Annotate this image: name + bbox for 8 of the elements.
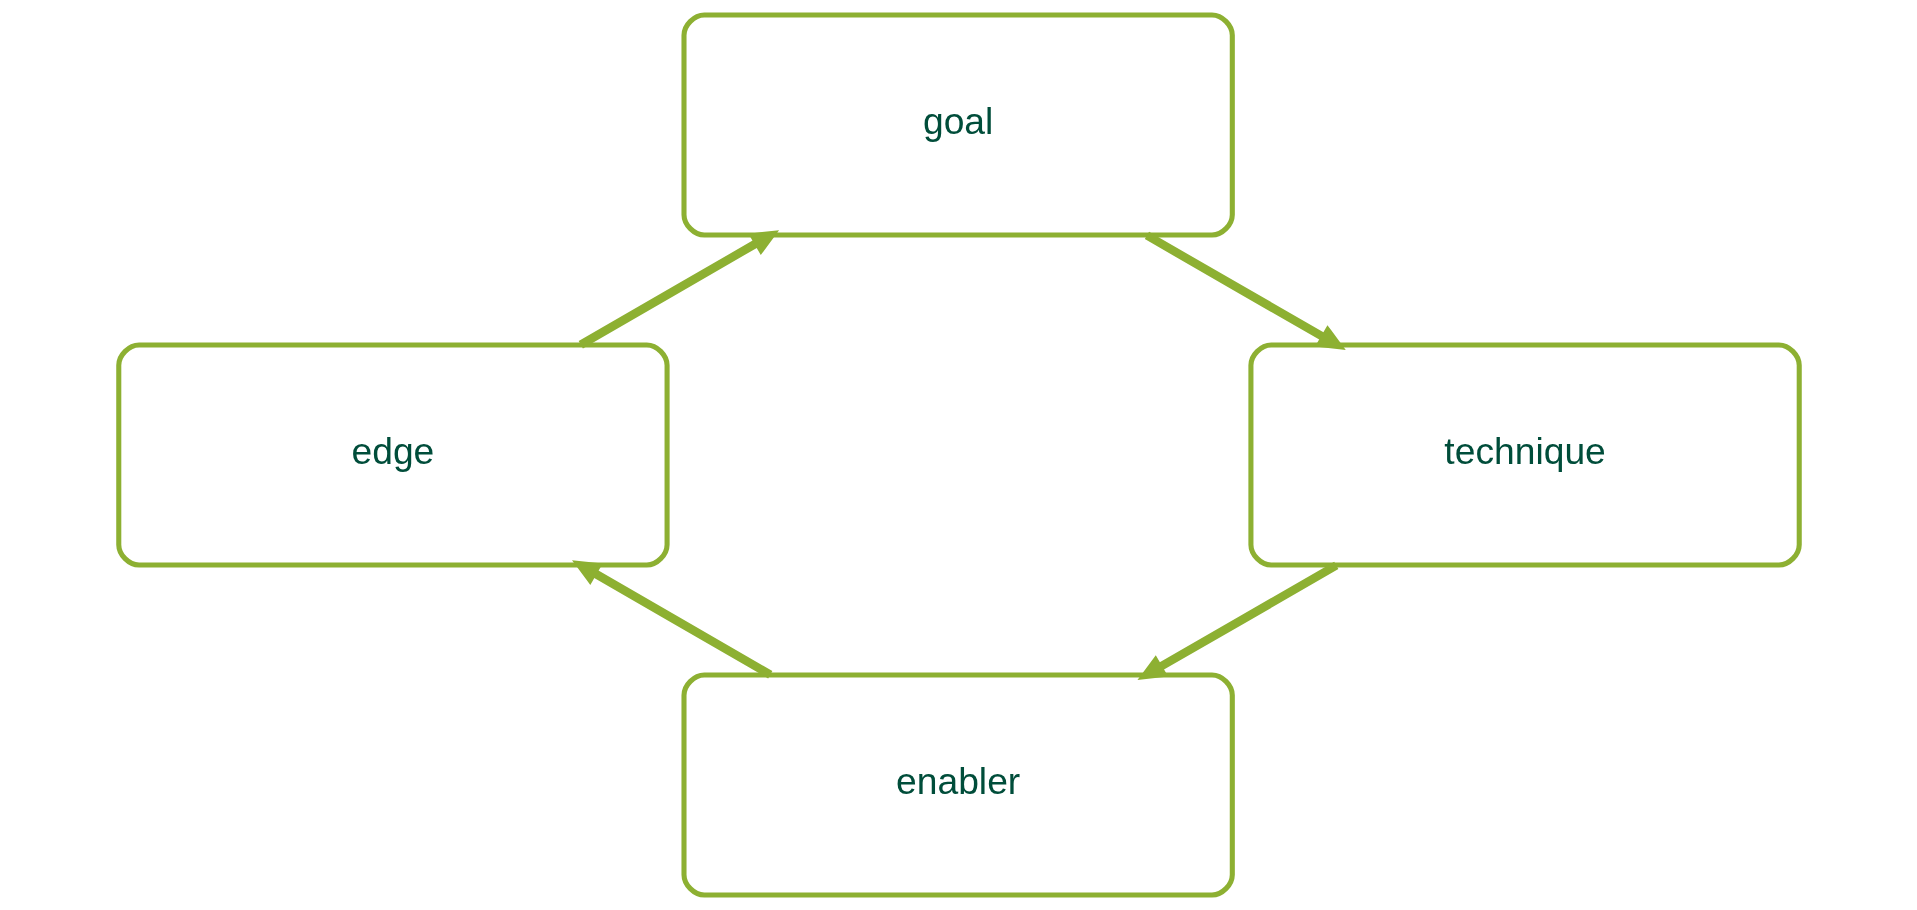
arrow [1136,561,1338,680]
node-box: technique [1247,342,1802,568]
node-box: enabler [680,672,1235,898]
arrow [571,560,772,679]
arrow [1144,231,1346,350]
arrow [578,230,779,349]
node-box: goal [680,12,1235,238]
node-box: edge [115,342,670,568]
